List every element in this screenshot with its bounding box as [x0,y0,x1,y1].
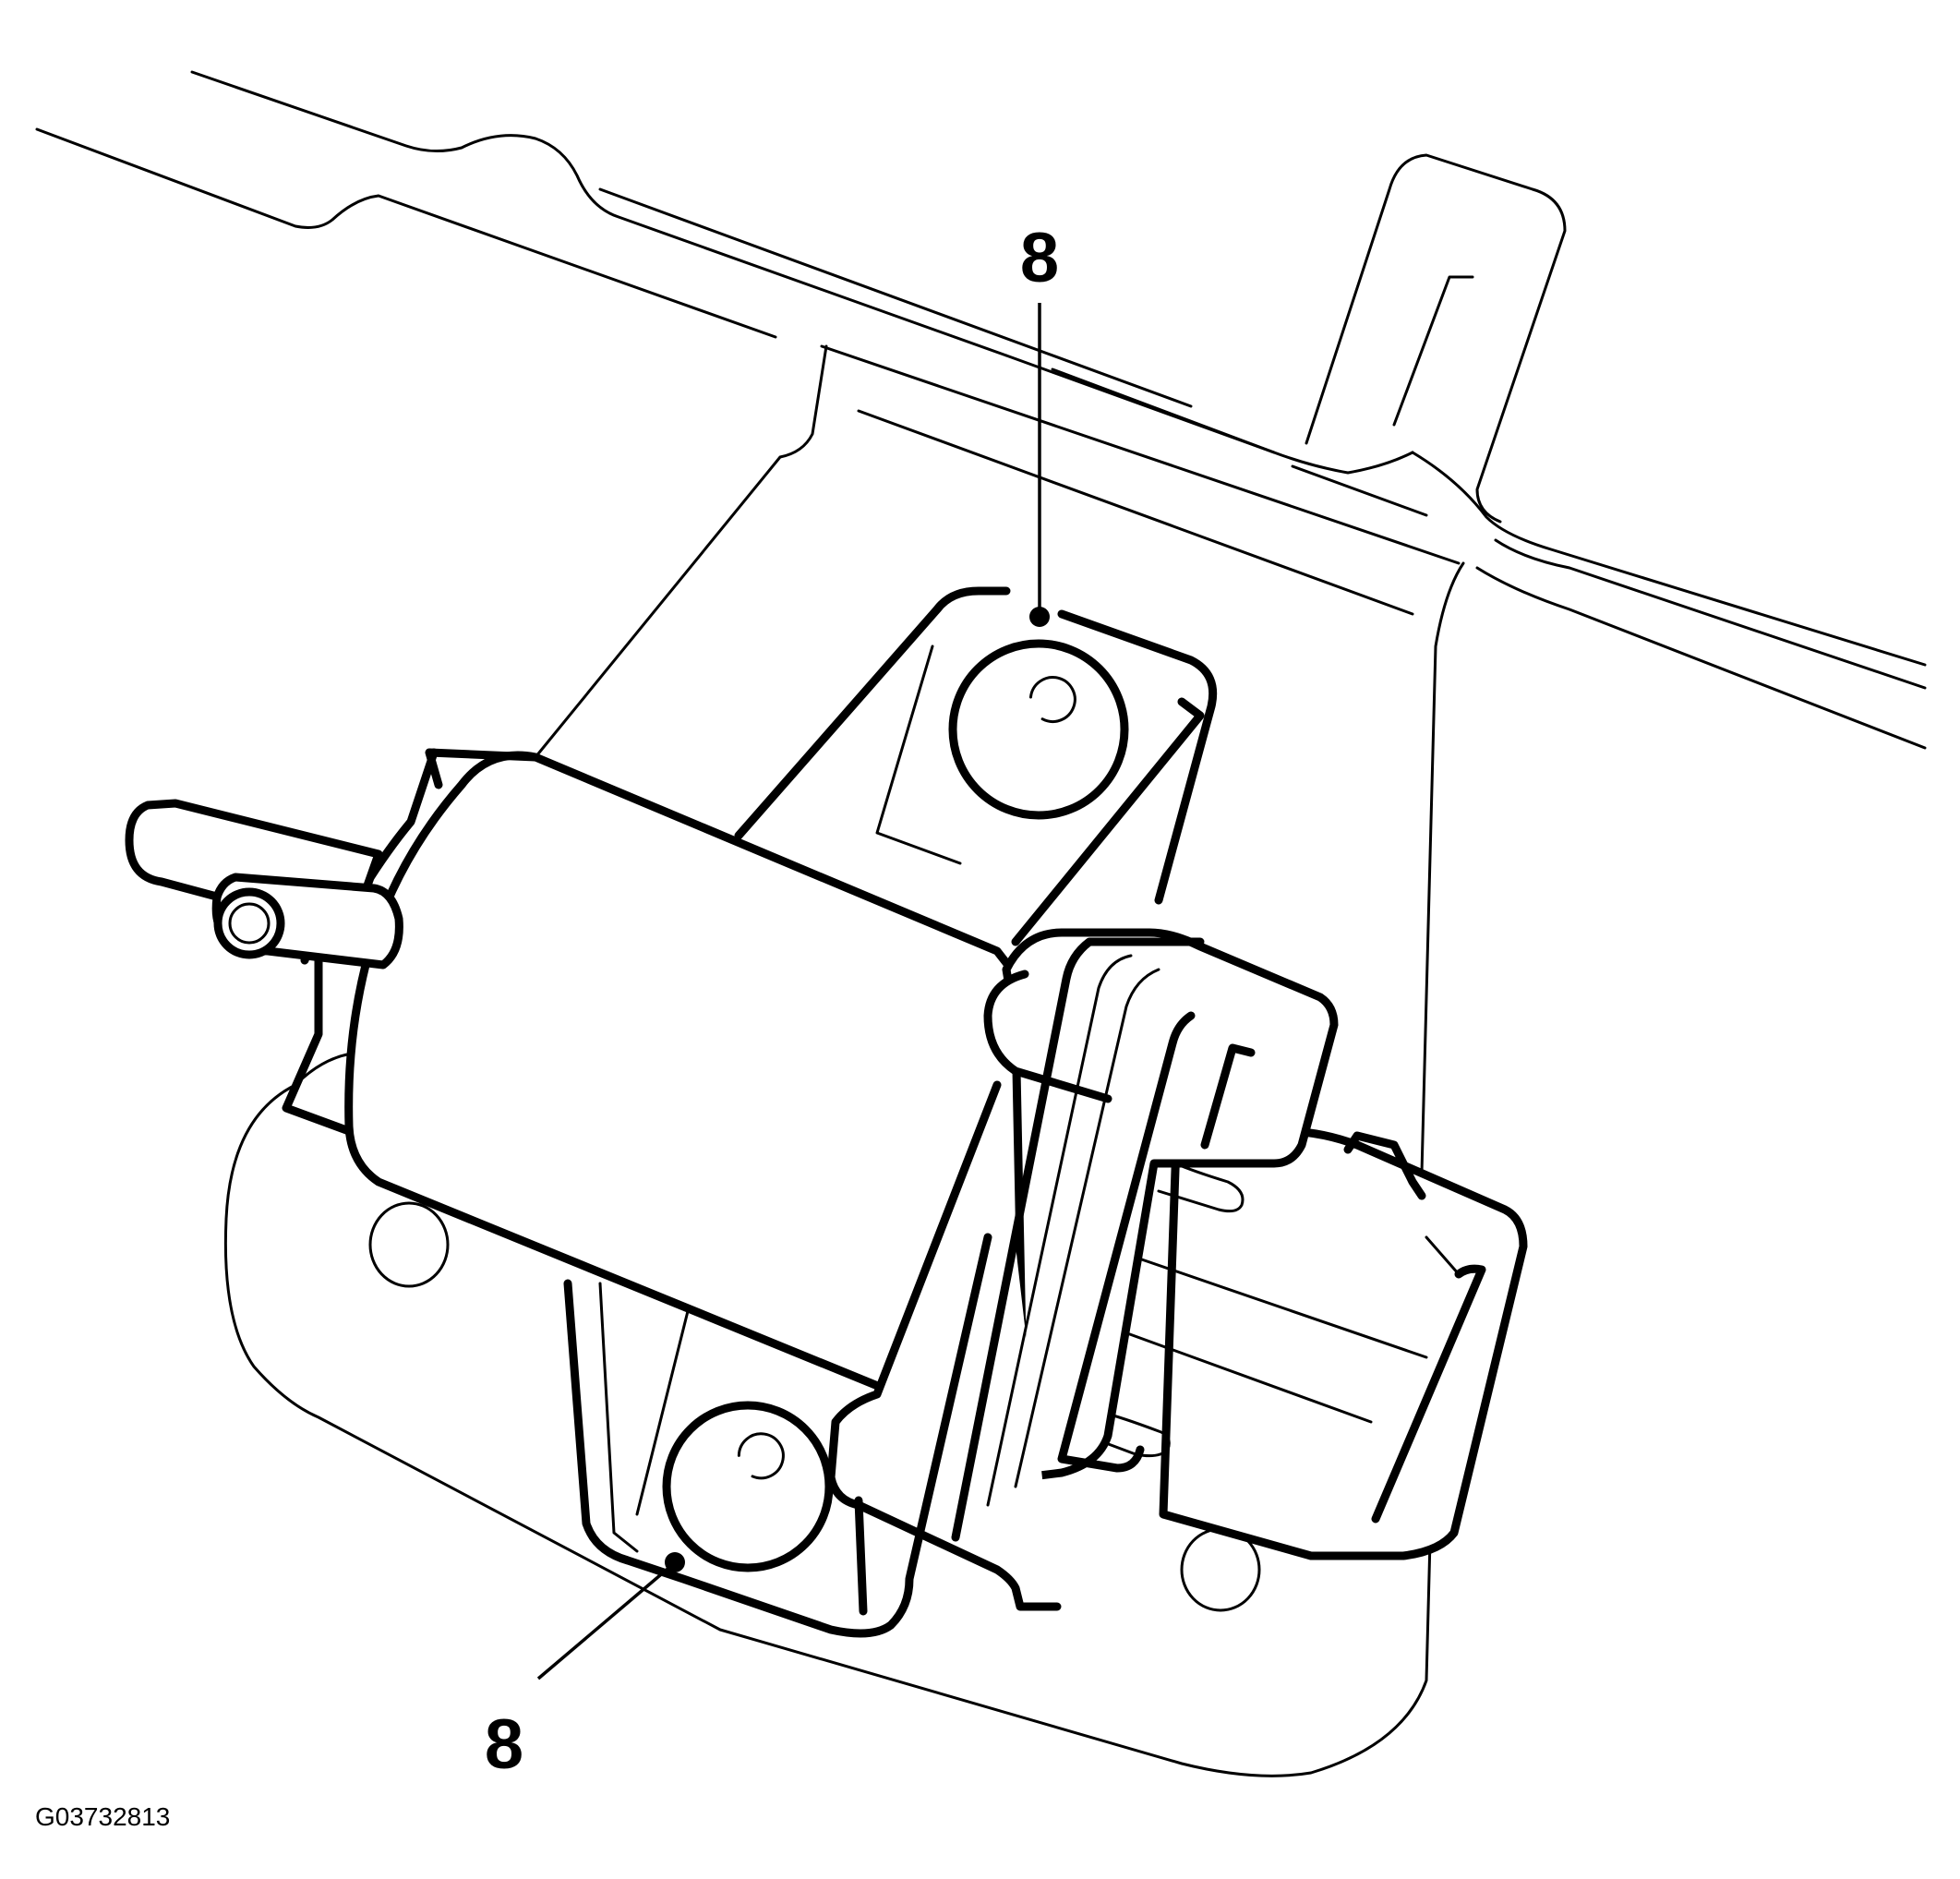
callout-8-bottom: 8 [485,1552,685,1784]
leader-line-bottom [536,1563,674,1680]
actuator-lever-arm [125,799,403,970]
lower-mount-strap [563,1233,992,1638]
upper-mount-strap [734,586,1218,946]
actuator-gear-housing [826,928,1339,1611]
electrical-connector [1097,1113,1528,1560]
callout-8-top: 8 [1020,219,1059,627]
callout-label-bottom: 8 [485,1705,523,1784]
mounting-bracket [223,344,1465,1777]
upper-frame-rail [35,70,1927,750]
upper-mount-bolt [948,639,1129,820]
figure-id: G03732813 [35,1802,170,1831]
callout-label-top: 8 [1020,219,1059,297]
lower-mount-bolt [662,1401,834,1572]
leader-dot-bottom [665,1552,685,1572]
leader-dot-top [1029,607,1050,627]
